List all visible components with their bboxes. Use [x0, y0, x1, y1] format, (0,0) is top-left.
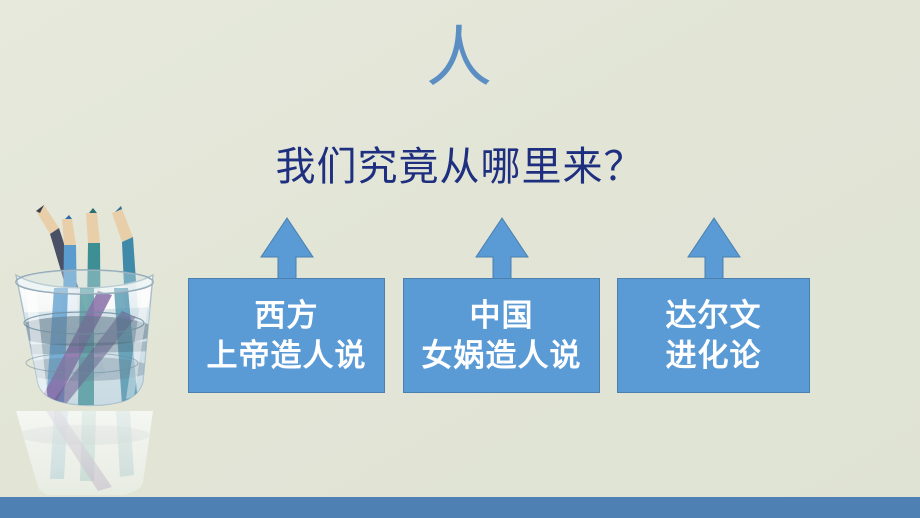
- slide-subtitle: 我们究竟从哪里来？: [275, 144, 645, 189]
- bottom-accent-bar: [0, 497, 920, 518]
- concept-box-1[interactable]: 西方 上帝造人说: [188, 278, 385, 393]
- concept-box-1-line-2: 上帝造人说: [206, 337, 367, 373]
- concept-box-3-line-2: 进化论: [665, 337, 762, 373]
- concept-box-2-line-1: 中国: [469, 297, 534, 333]
- up-arrow-icon: [260, 217, 314, 280]
- concept-box-1-line-1: 西方: [254, 297, 319, 333]
- up-arrow-icon: [687, 217, 741, 280]
- up-arrow-icon: [475, 217, 529, 280]
- concept-box-2-line-2: 女娲造人说: [421, 337, 582, 373]
- slide-title: 人: [426, 20, 494, 94]
- concept-box-3-line-1: 达尔文: [665, 297, 762, 333]
- colored-pencils-in-glass-image: [2, 195, 180, 495]
- concept-box-3[interactable]: 达尔文 进化论: [617, 278, 810, 393]
- concept-box-2[interactable]: 中国 女娲造人说: [403, 278, 600, 393]
